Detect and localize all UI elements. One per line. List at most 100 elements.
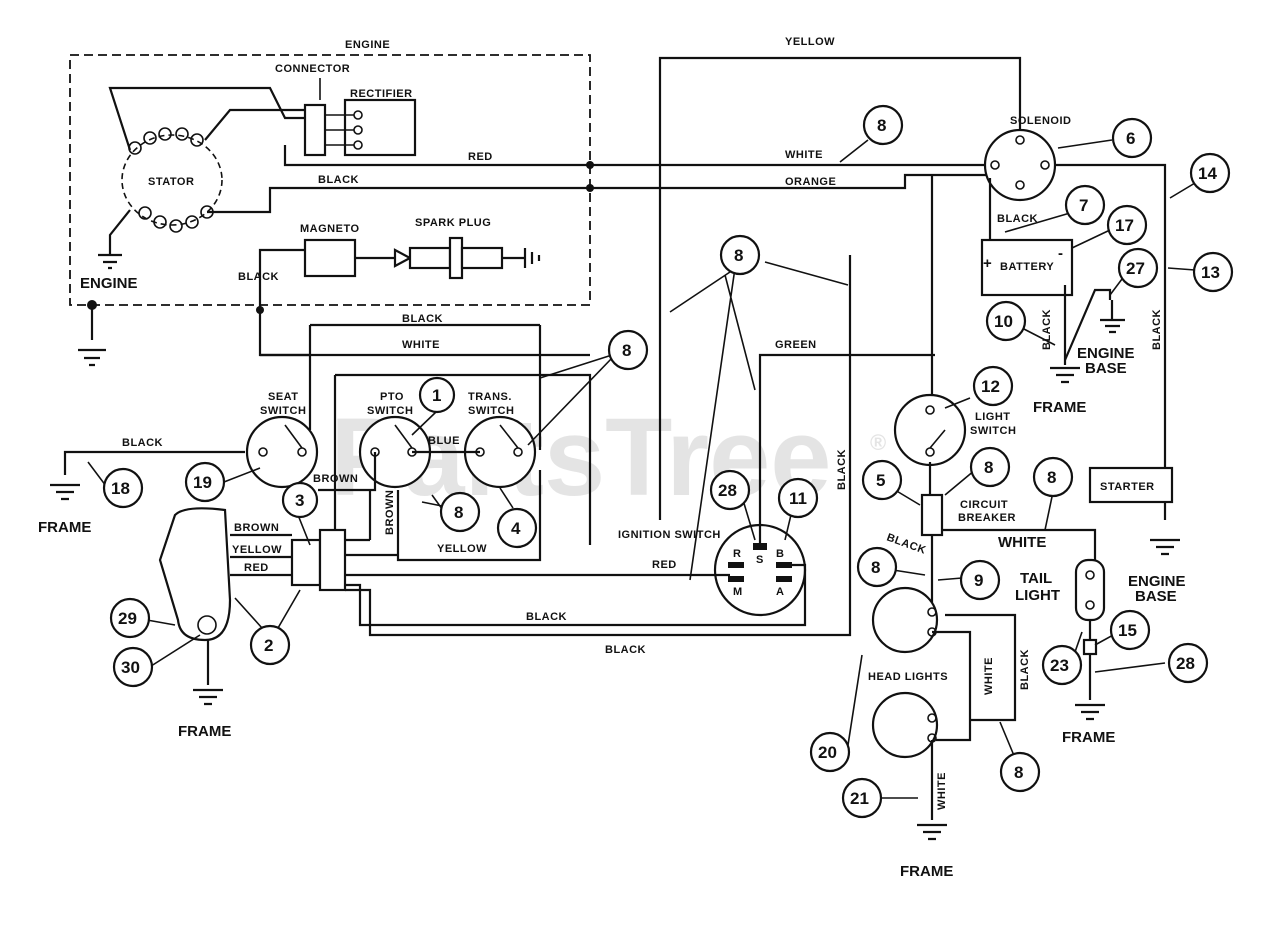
- callout-2: 2: [249, 624, 291, 666]
- spark-plug: [393, 236, 541, 280]
- white-tail-wire: [942, 528, 1097, 560]
- callout-3: 3: [281, 481, 319, 519]
- ignition-terminals: [728, 543, 792, 582]
- engine-top-label: ENGINE: [345, 39, 390, 51]
- callout-13: 13: [1192, 251, 1234, 293]
- magneto-label: MAGNETO: [300, 223, 360, 235]
- svg-text:28: 28: [718, 481, 737, 500]
- engine-ground-symbol: [98, 253, 122, 270]
- svg-text:8: 8: [871, 558, 880, 577]
- red-ign-label: RED: [652, 559, 677, 571]
- white-ground-label: WHITE: [936, 772, 948, 810]
- junction-magneto: [256, 306, 264, 314]
- seat-switch-label-2: SWITCH: [260, 405, 306, 417]
- head-light-2: [871, 691, 939, 759]
- pto-switch-label-2: SWITCH: [367, 405, 413, 417]
- svg-text:8: 8: [734, 246, 743, 265]
- connector-label: CONNECTOR: [275, 63, 350, 75]
- plug-3: [290, 538, 322, 587]
- engine-base-label-1: ENGINE: [1077, 345, 1135, 362]
- headlight-frame-ground: [917, 823, 947, 841]
- black-seat-wire: [63, 450, 245, 475]
- black-starter-label: BLACK: [1151, 309, 1163, 350]
- callout-19: 19: [184, 461, 226, 503]
- solenoid-terminals: [990, 135, 1050, 190]
- svg-text:4: 4: [511, 519, 521, 538]
- black-wire-label-top: BLACK: [318, 174, 359, 186]
- engine-boundary: [69, 54, 591, 306]
- svg-text:8: 8: [877, 116, 886, 135]
- tail-frame-ground: [1075, 703, 1105, 721]
- brown-wire-pto: [318, 452, 377, 492]
- black-magneto-label: BLACK: [238, 271, 279, 283]
- junction-red: [586, 161, 594, 169]
- frame-bottom-label: FRAME: [900, 863, 953, 880]
- ignition-switch-label: IGNITION SWITCH: [618, 529, 721, 541]
- svg-text:30: 30: [121, 658, 140, 677]
- trans-switch-label-1: TRANS.: [468, 391, 512, 403]
- svg-text:8: 8: [1047, 468, 1056, 487]
- black-head-wire: [945, 613, 1017, 722]
- callout-11: 11: [777, 477, 819, 519]
- callout-27: 27: [1117, 247, 1159, 289]
- black-head-label: BLACK: [1019, 649, 1031, 690]
- stator-ground-wire: [108, 209, 131, 255]
- watermark-registered: ®: [870, 430, 886, 455]
- callout-18: 18: [102, 467, 144, 509]
- svg-text:2: 2: [264, 636, 273, 655]
- starter-label: STARTER: [1100, 481, 1155, 493]
- frame-mid-label: FRAME: [1033, 399, 1086, 416]
- svg-text:6: 6: [1126, 129, 1135, 148]
- black-seat-label: BLACK: [122, 437, 163, 449]
- tail-light-bulb-top: [1085, 570, 1095, 580]
- circuit-breaker-label-2: BREAKER: [958, 512, 1016, 524]
- svg-text:17: 17: [1115, 216, 1134, 235]
- light-switch-label-1: LIGHT: [975, 411, 1011, 423]
- svg-text:8: 8: [622, 341, 631, 360]
- frame-bottom-left-label: FRAME: [178, 723, 231, 740]
- svg-text:18: 18: [111, 479, 130, 498]
- harness-verticals: [308, 325, 542, 450]
- black-bottom-wire-1: [345, 563, 807, 627]
- black-bot-label-1: BLACK: [526, 611, 567, 623]
- engine-ground-junction: [87, 300, 97, 310]
- stator-label: STATOR: [148, 176, 194, 188]
- magneto: [303, 238, 357, 278]
- seat-switch-contacts: [258, 424, 307, 457]
- svg-text:3: 3: [295, 491, 304, 510]
- white-tail-label: WHITE: [998, 534, 1046, 551]
- callout-17: 17: [1106, 204, 1148, 246]
- svg-text:10: 10: [994, 312, 1013, 331]
- tail-light-label-1: TAIL: [1020, 570, 1052, 587]
- callout-14: 14: [1189, 152, 1231, 194]
- ign-s: S: [756, 554, 764, 566]
- engine-ground-symbol-2: [78, 348, 106, 367]
- frame-tail-label: FRAME: [1062, 729, 1115, 746]
- ign-m: M: [733, 586, 743, 598]
- black-harness-label: BLACK: [402, 313, 443, 325]
- svg-text:29: 29: [118, 609, 137, 628]
- callout-5: 5: [861, 459, 903, 501]
- seat-frame-ground: [50, 483, 80, 501]
- circuit-breaker: [920, 493, 944, 537]
- tail-connector: [1082, 638, 1098, 656]
- starter-engine-ground: [1150, 538, 1180, 556]
- black-bot-label-2: BLACK: [605, 644, 646, 656]
- yellow-mid-label: YELLOW: [437, 543, 487, 555]
- battery-plus: +: [983, 255, 992, 272]
- callout-8-tail: 8: [1032, 456, 1074, 498]
- yellow-mid-wire: [396, 470, 542, 562]
- white-head-wire: [932, 630, 972, 742]
- tail-light: [1074, 558, 1106, 622]
- callout-8-cb: 8: [969, 446, 1011, 488]
- regulator: [158, 507, 232, 642]
- head-light-1: [871, 586, 939, 654]
- black-magneto-wire: [258, 248, 310, 357]
- svg-text:8: 8: [1014, 763, 1023, 782]
- svg-text:15: 15: [1118, 621, 1137, 640]
- starter: [1088, 466, 1174, 504]
- callout-30: 30: [112, 646, 154, 688]
- callout-8-mid: 8: [719, 234, 761, 276]
- svg-text:7: 7: [1079, 196, 1088, 215]
